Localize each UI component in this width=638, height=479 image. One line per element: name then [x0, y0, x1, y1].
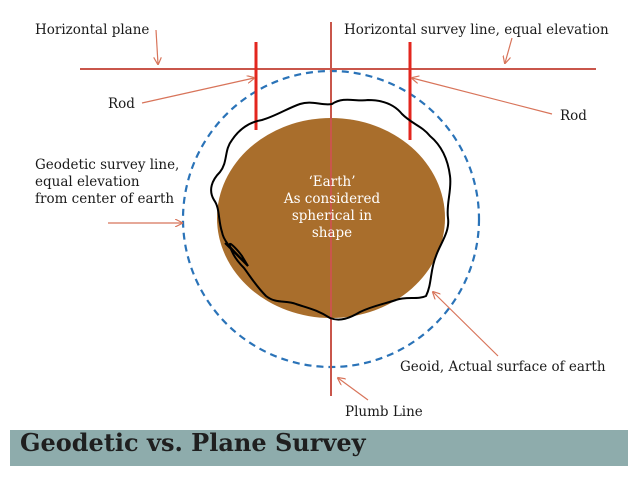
horizontal-survey-line-label: Horizontal survey line, equal elevation	[344, 22, 609, 38]
survey-diagram	[80, 22, 596, 401]
rod-left-label: Rod	[108, 96, 135, 112]
horizontal-plane-label: Horizontal plane	[35, 22, 150, 38]
title-bar	[10, 430, 628, 466]
geoid-curve	[210, 98, 452, 321]
earth-label: ‘Earth’ As considered spherical in shape	[283, 174, 381, 241]
rod-right-label: Rod	[560, 108, 587, 124]
geoid-label: Geoid, Actual surface of earth	[400, 359, 606, 375]
geoid-curve-tail	[224, 242, 249, 267]
pointer-plumb-line	[338, 378, 369, 401]
pointer-rod-left	[141, 78, 254, 104]
geodetic-survey-line-label: Geodetic survey line, equal elevation fr…	[35, 157, 180, 207]
pointer-rod-right	[412, 78, 553, 115]
pointer-geoid	[433, 292, 499, 357]
pointer-horizontal-survey	[505, 37, 513, 63]
slide-title: Geodetic vs. Plane Survey	[20, 428, 366, 457]
pointer-horizontal-plane	[156, 29, 158, 64]
plumb-line-label: Plumb Line	[345, 404, 423, 420]
